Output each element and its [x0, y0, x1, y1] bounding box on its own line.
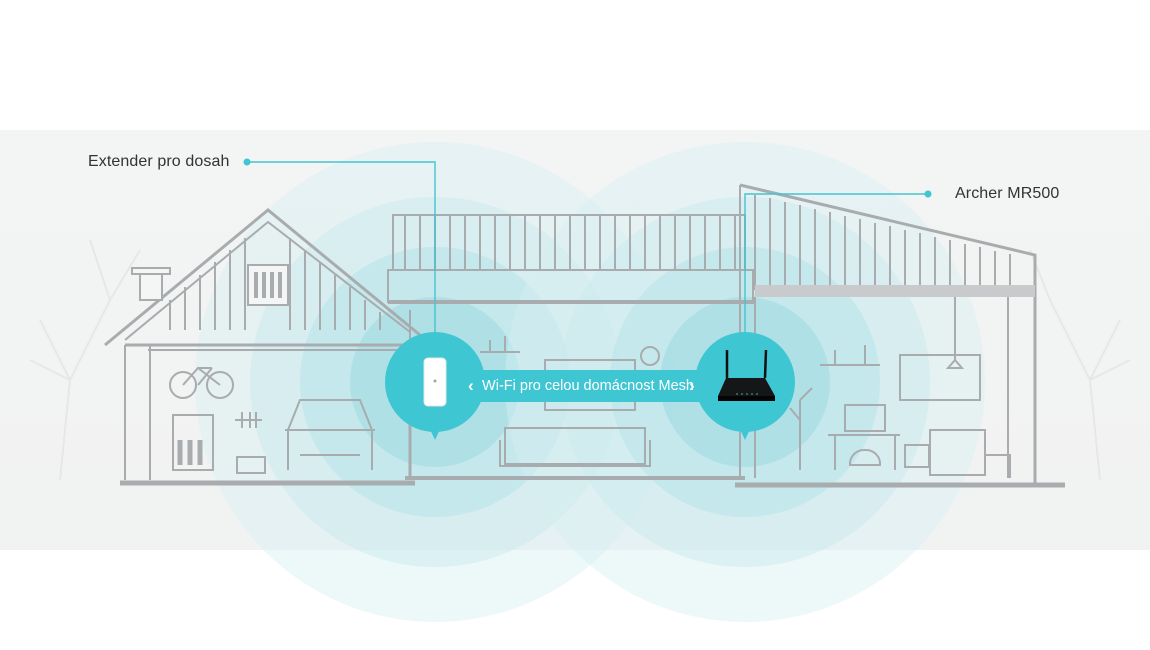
- router-callout-dot: [924, 190, 932, 198]
- router-bubble: [695, 332, 795, 440]
- mesh-banner: [460, 370, 725, 402]
- extender-callout-dot: [243, 158, 251, 166]
- background-trees-icon: [29, 239, 1131, 481]
- callout-lines: [247, 161, 928, 352]
- chevron-right-icon: ›: [689, 376, 695, 395]
- extender-label: Extender pro dosah: [88, 153, 230, 170]
- router-icon: [718, 349, 775, 401]
- extender-bubble: [385, 332, 485, 440]
- house-outline: [104, 183, 1065, 488]
- mesh-banner-text: Wi-Fi pro celou domácnost Mesh: [482, 378, 694, 394]
- chevron-left-icon: ‹: [468, 376, 474, 395]
- router-label: Archer MR500: [955, 185, 1060, 202]
